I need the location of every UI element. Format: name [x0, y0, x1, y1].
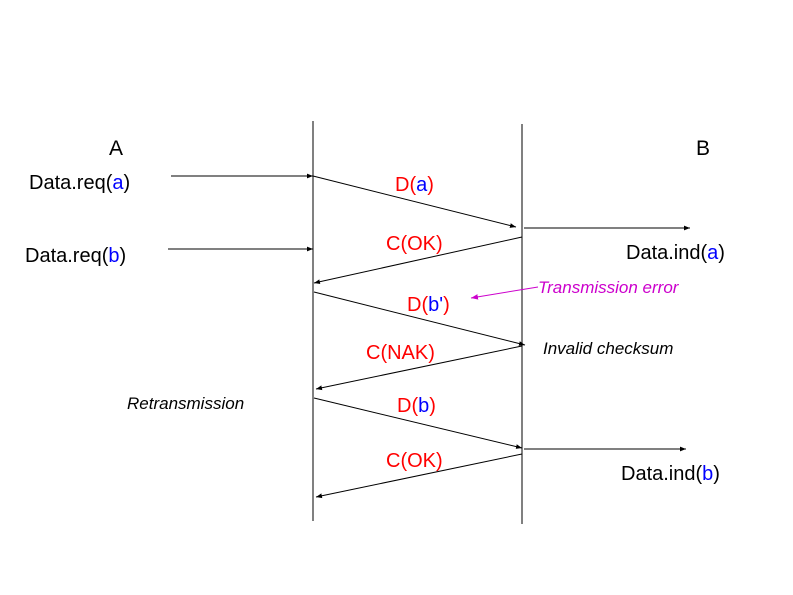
frame-arrow-d-b-prime [313, 291, 526, 346]
frame-label-d-b: D(b) [397, 395, 436, 417]
frame-arrow-d-b [313, 397, 523, 449]
transmission-error-note: Transmission error [538, 278, 680, 297]
invalid-checksum-note: Invalid checksum [543, 339, 673, 358]
frame-label-c-nak: C(NAK) [366, 342, 435, 364]
indication-label-a: Data.ind(a) [626, 242, 725, 264]
error-pointer-arrow [470, 286, 539, 300]
frame-arrow-c-nak [315, 345, 523, 391]
retransmission-note: Retransmission [127, 394, 244, 413]
frame-label-d-a: D(a) [395, 174, 434, 196]
indication-label-b: Data.ind(b) [621, 463, 720, 485]
frame-label-c-ok-2: C(OK) [386, 450, 443, 472]
frame-arrow-c-ok-2 [315, 453, 523, 499]
frame-label-c-ok-1: C(OK) [386, 233, 443, 255]
frame-arrow-c-ok-1 [313, 236, 523, 285]
frame-arrow-d-a [312, 175, 517, 228]
frame-label-d-b-prime: D(b') [407, 294, 450, 316]
entity-a-label: A [109, 137, 123, 160]
entity-b-label: B [696, 137, 710, 160]
request-label-a: Data.req(a) [29, 172, 130, 194]
request-label-b: Data.req(b) [25, 245, 126, 267]
